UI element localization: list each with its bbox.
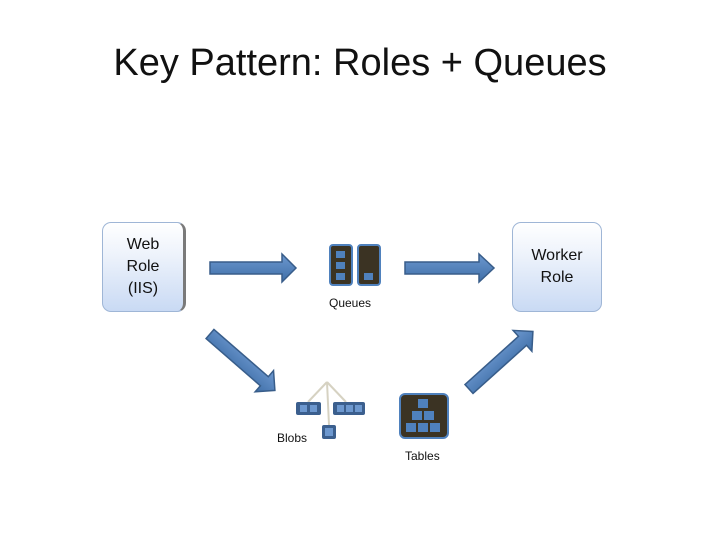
slide-title: Key Pattern: Roles + Queues xyxy=(113,42,607,84)
queues-label: Queues xyxy=(329,296,372,310)
web-role-label: Web Role (IIS) xyxy=(126,236,160,297)
blobs-icon xyxy=(296,381,365,439)
queues-icon xyxy=(329,244,381,286)
tables-icon xyxy=(399,393,449,439)
worker-role-box: Worker Role xyxy=(512,222,602,312)
arrow-webrole-to-storage xyxy=(205,328,276,393)
web-role-box: Web Role (IIS) xyxy=(102,222,186,312)
arrow-storage-to-workerrole xyxy=(463,329,534,395)
blobs-label: Blobs xyxy=(277,431,308,445)
arrow-queues-to-workerrole xyxy=(404,252,496,284)
tables-label: Tables xyxy=(405,449,440,463)
arrow-webrole-to-queues xyxy=(209,252,298,284)
worker-role-label: Worker Role xyxy=(531,247,583,286)
